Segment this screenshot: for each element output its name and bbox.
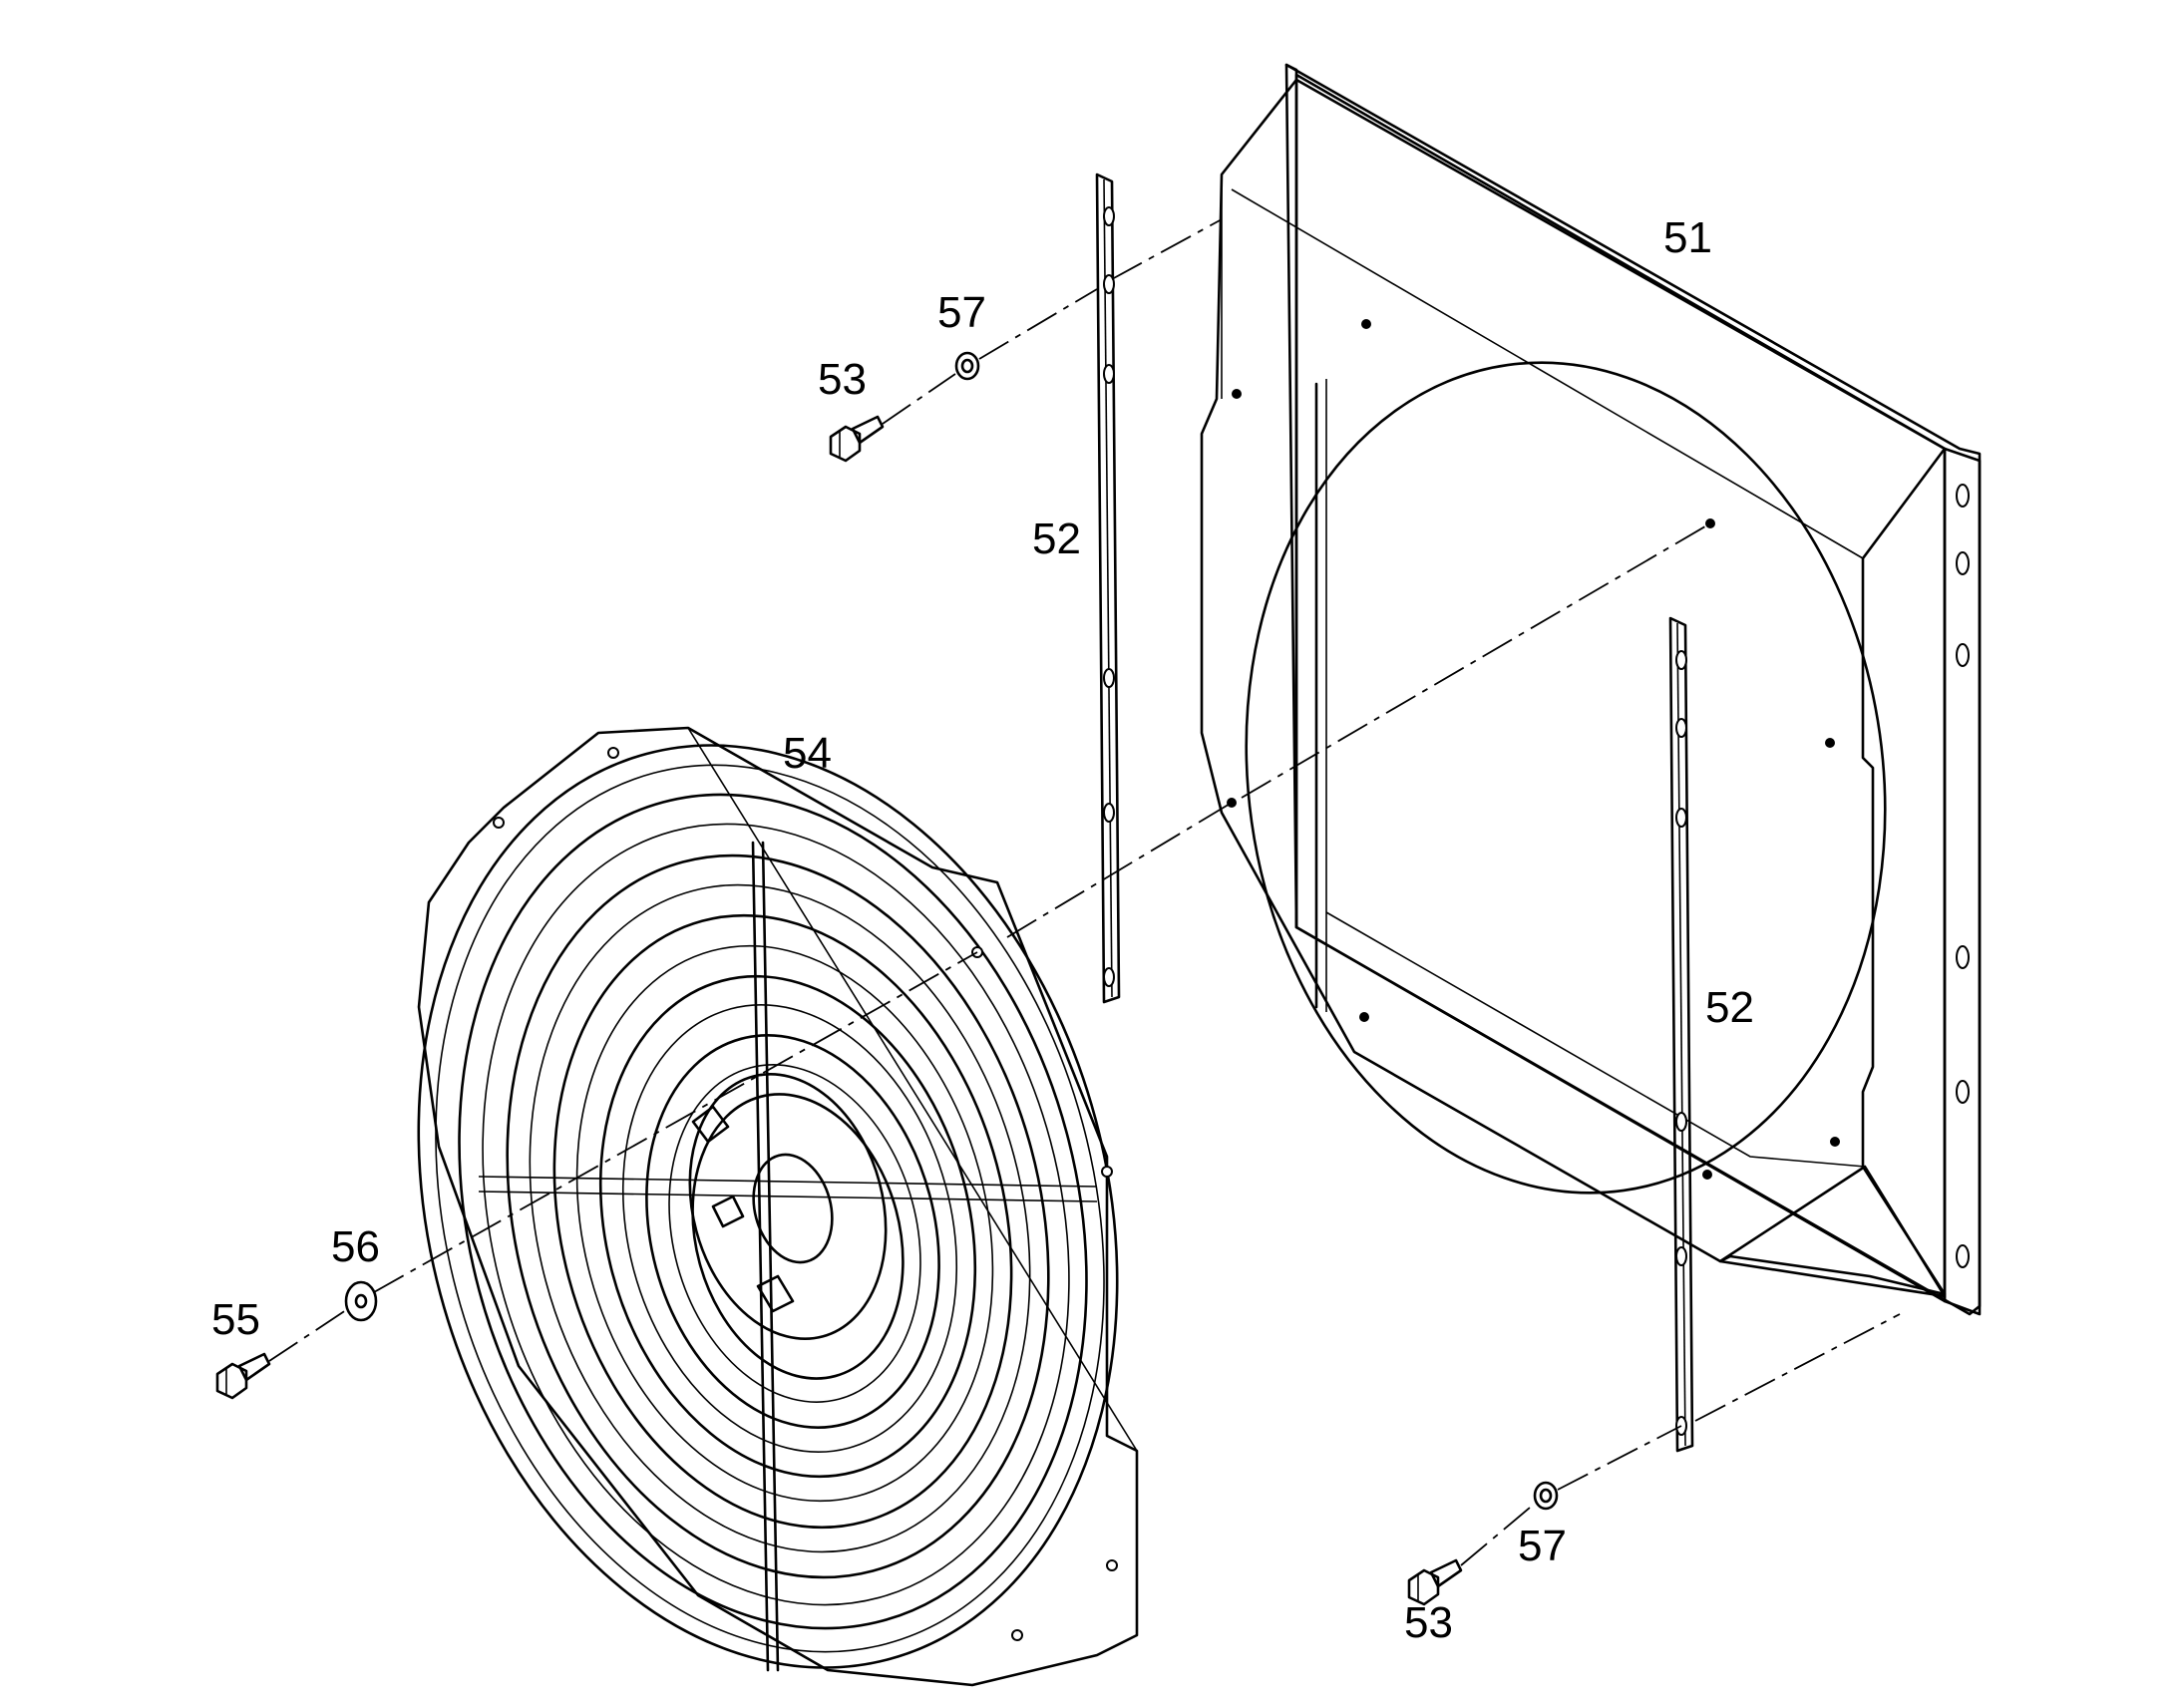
- label-part-51: 51: [1663, 213, 1712, 262]
- washer-upper-part-57: [954, 351, 980, 381]
- seal-strip-lower-part-52: [1668, 616, 1694, 1453]
- seal-strip-upper-part-52: [1095, 172, 1121, 1004]
- fan-guard-part-54: [417, 726, 1139, 1687]
- hex-bolt-lower-part-53: [1407, 1558, 1463, 1606]
- label-part-54: 54: [783, 729, 832, 778]
- label-part-53-lower: 53: [1404, 1598, 1453, 1647]
- fan-shroud-part-51: [1200, 63, 1982, 1316]
- label-part-56: 56: [331, 1222, 380, 1271]
- guard-wire-rings: [417, 744, 1119, 1669]
- label-part-55: 55: [211, 1295, 260, 1344]
- label-part-57-lower: 57: [1518, 1522, 1567, 1570]
- assembly-center-lines: [268, 218, 1901, 1566]
- hex-bolt-upper-part-53: [829, 415, 885, 463]
- label-part-52-upper: 52: [1032, 514, 1081, 563]
- label-part-57-upper: 57: [937, 288, 986, 337]
- washer-guard-part-56: [344, 1280, 378, 1322]
- label-part-53-upper: 53: [818, 355, 867, 404]
- hex-bolt-guard-part-55: [215, 1352, 271, 1400]
- label-part-52-lower: 52: [1705, 983, 1754, 1032]
- washer-lower-part-57: [1533, 1481, 1559, 1511]
